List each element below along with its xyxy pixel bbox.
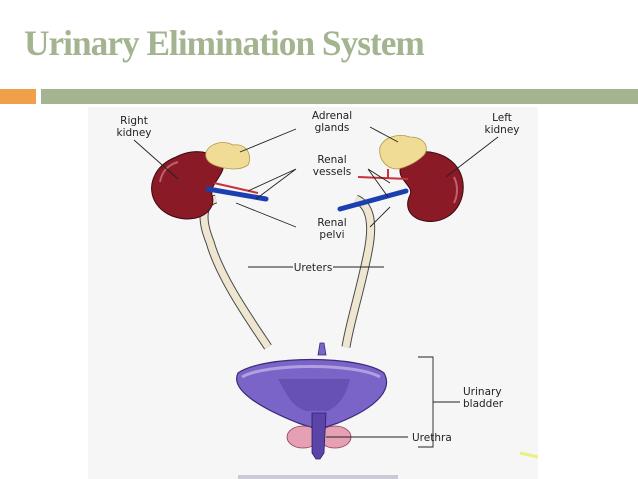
label-urethra: Urethra xyxy=(412,432,452,444)
right-renal-vein xyxy=(205,186,269,202)
left-renal-artery xyxy=(357,169,409,180)
highlighter-mark xyxy=(519,451,538,459)
right-renal-artery xyxy=(213,182,259,194)
accent-bar-orange xyxy=(0,89,36,104)
slide-title: Urinary Elimination System xyxy=(24,23,425,63)
right-adrenal-shape xyxy=(205,142,250,170)
left-kidney-shape xyxy=(399,151,464,222)
urethra-shape xyxy=(311,412,327,460)
label-ureters: Ureters xyxy=(294,262,333,274)
left-adrenal-shape xyxy=(379,135,427,170)
bladder-apex xyxy=(317,342,327,356)
left-renal-vein xyxy=(337,188,409,212)
accent-bar-green xyxy=(41,89,638,104)
right-ureter xyxy=(199,194,272,350)
caption-fragment xyxy=(238,475,398,479)
